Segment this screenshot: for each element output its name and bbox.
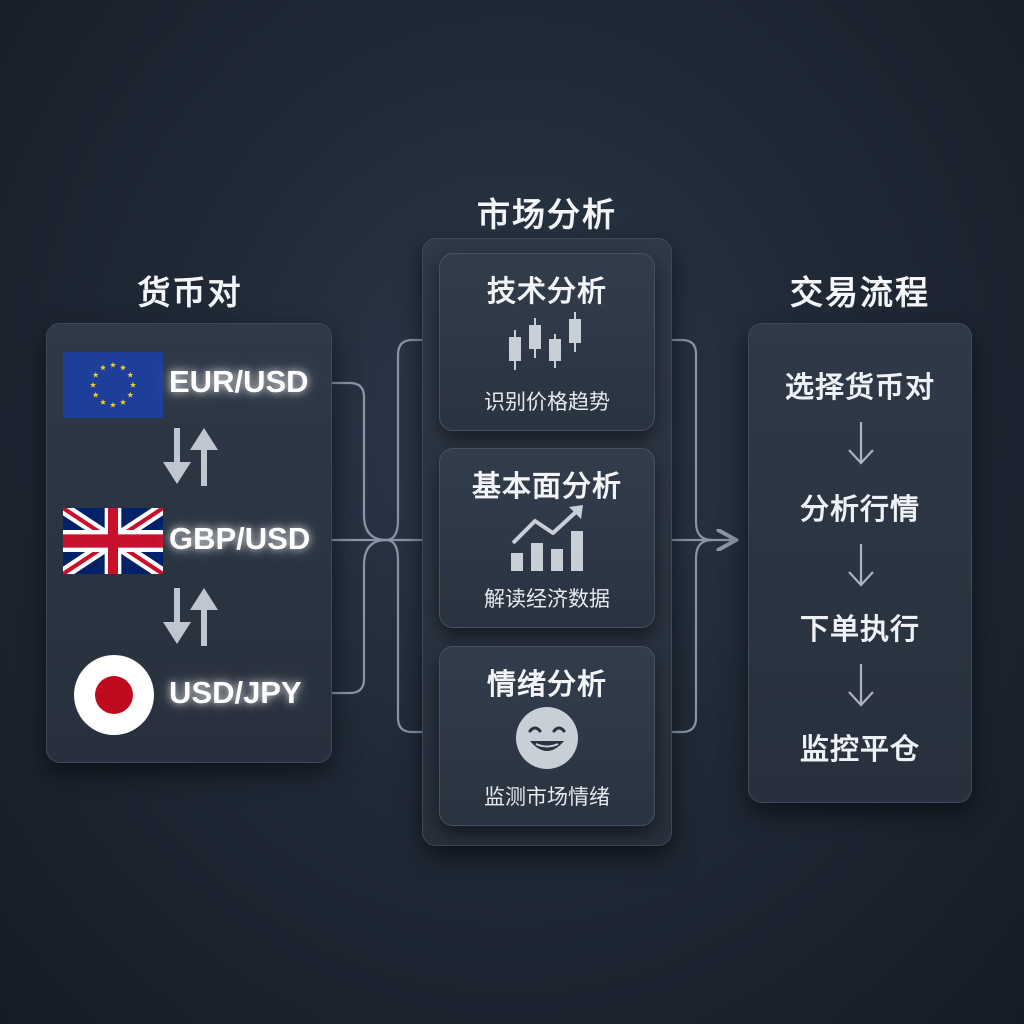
card-title-sentiment: 情绪分析	[486, 667, 607, 701]
process-step-2: 分析行情	[799, 492, 920, 526]
card-desc-fundamental: 解读经济数据	[484, 587, 610, 611]
market-analysis-title: 市场分析	[477, 195, 617, 234]
eu-star	[119, 399, 127, 405]
connector-usdjpy	[330, 538, 388, 695]
card-desc-technical: 识别价格趋势	[484, 390, 610, 414]
eu-star	[109, 401, 117, 408]
eu-star	[99, 399, 107, 405]
connector-to-sentiment	[384, 538, 442, 734]
smiley-face-icon	[516, 707, 578, 769]
arrow-down-icon	[848, 422, 874, 465]
eu-star	[99, 364, 107, 371]
swap-arrows-icon	[163, 428, 218, 486]
process-step-1: 选择货币对	[784, 370, 935, 404]
trading-process-title: 交易流程	[790, 273, 930, 312]
candlestick-icon	[509, 312, 581, 370]
pair-label-usdjpy: USD/JPY	[169, 675, 302, 710]
japan-flag-icon	[74, 655, 154, 735]
bar-chart-trend-icon	[511, 505, 583, 571]
swap-arrows-icon	[163, 588, 218, 646]
eu-star	[92, 391, 99, 398]
eu-star	[109, 361, 117, 368]
eu-star	[127, 391, 134, 398]
eu-star	[89, 381, 97, 388]
pair-label-gbpusd: GBP/USD	[169, 521, 311, 556]
connector-eurusd	[330, 381, 388, 542]
card-title-technical: 技术分析	[486, 274, 607, 308]
card-title-fundamental: 基本面分析	[471, 469, 622, 503]
connector-to-technical	[384, 338, 442, 542]
eu-star	[119, 364, 127, 371]
trading-process-panel: 选择货币对 分析行情 下单执行 监控平仓	[748, 323, 972, 803]
fundamental-analysis-card: 基本面分析 解读经济数据	[439, 448, 655, 628]
process-step-3: 下单执行	[799, 612, 920, 646]
currency-pairs-title: 货币对	[137, 273, 243, 312]
technical-analysis-card: 技术分析 识别价格趋势	[439, 253, 655, 431]
eu-star	[92, 371, 99, 378]
currency-pairs-panel: EUR/USD GBP/USD USD/	[46, 323, 332, 763]
process-step-4: 监控平仓	[799, 732, 920, 766]
uk-flag-icon	[63, 508, 163, 574]
connector-from-sentiment	[653, 538, 714, 734]
sentiment-analysis-card: 情绪分析 监测市场情绪	[439, 646, 655, 826]
eu-star	[129, 381, 137, 388]
arrow-down-icon	[848, 544, 874, 587]
eu-flag-icon	[63, 352, 163, 418]
pair-label-eurusd: EUR/USD	[169, 364, 309, 399]
connector-from-technical	[653, 338, 714, 542]
card-desc-sentiment: 监测市场情绪	[484, 785, 610, 809]
eu-star	[127, 371, 134, 378]
arrow-down-icon	[848, 664, 874, 707]
